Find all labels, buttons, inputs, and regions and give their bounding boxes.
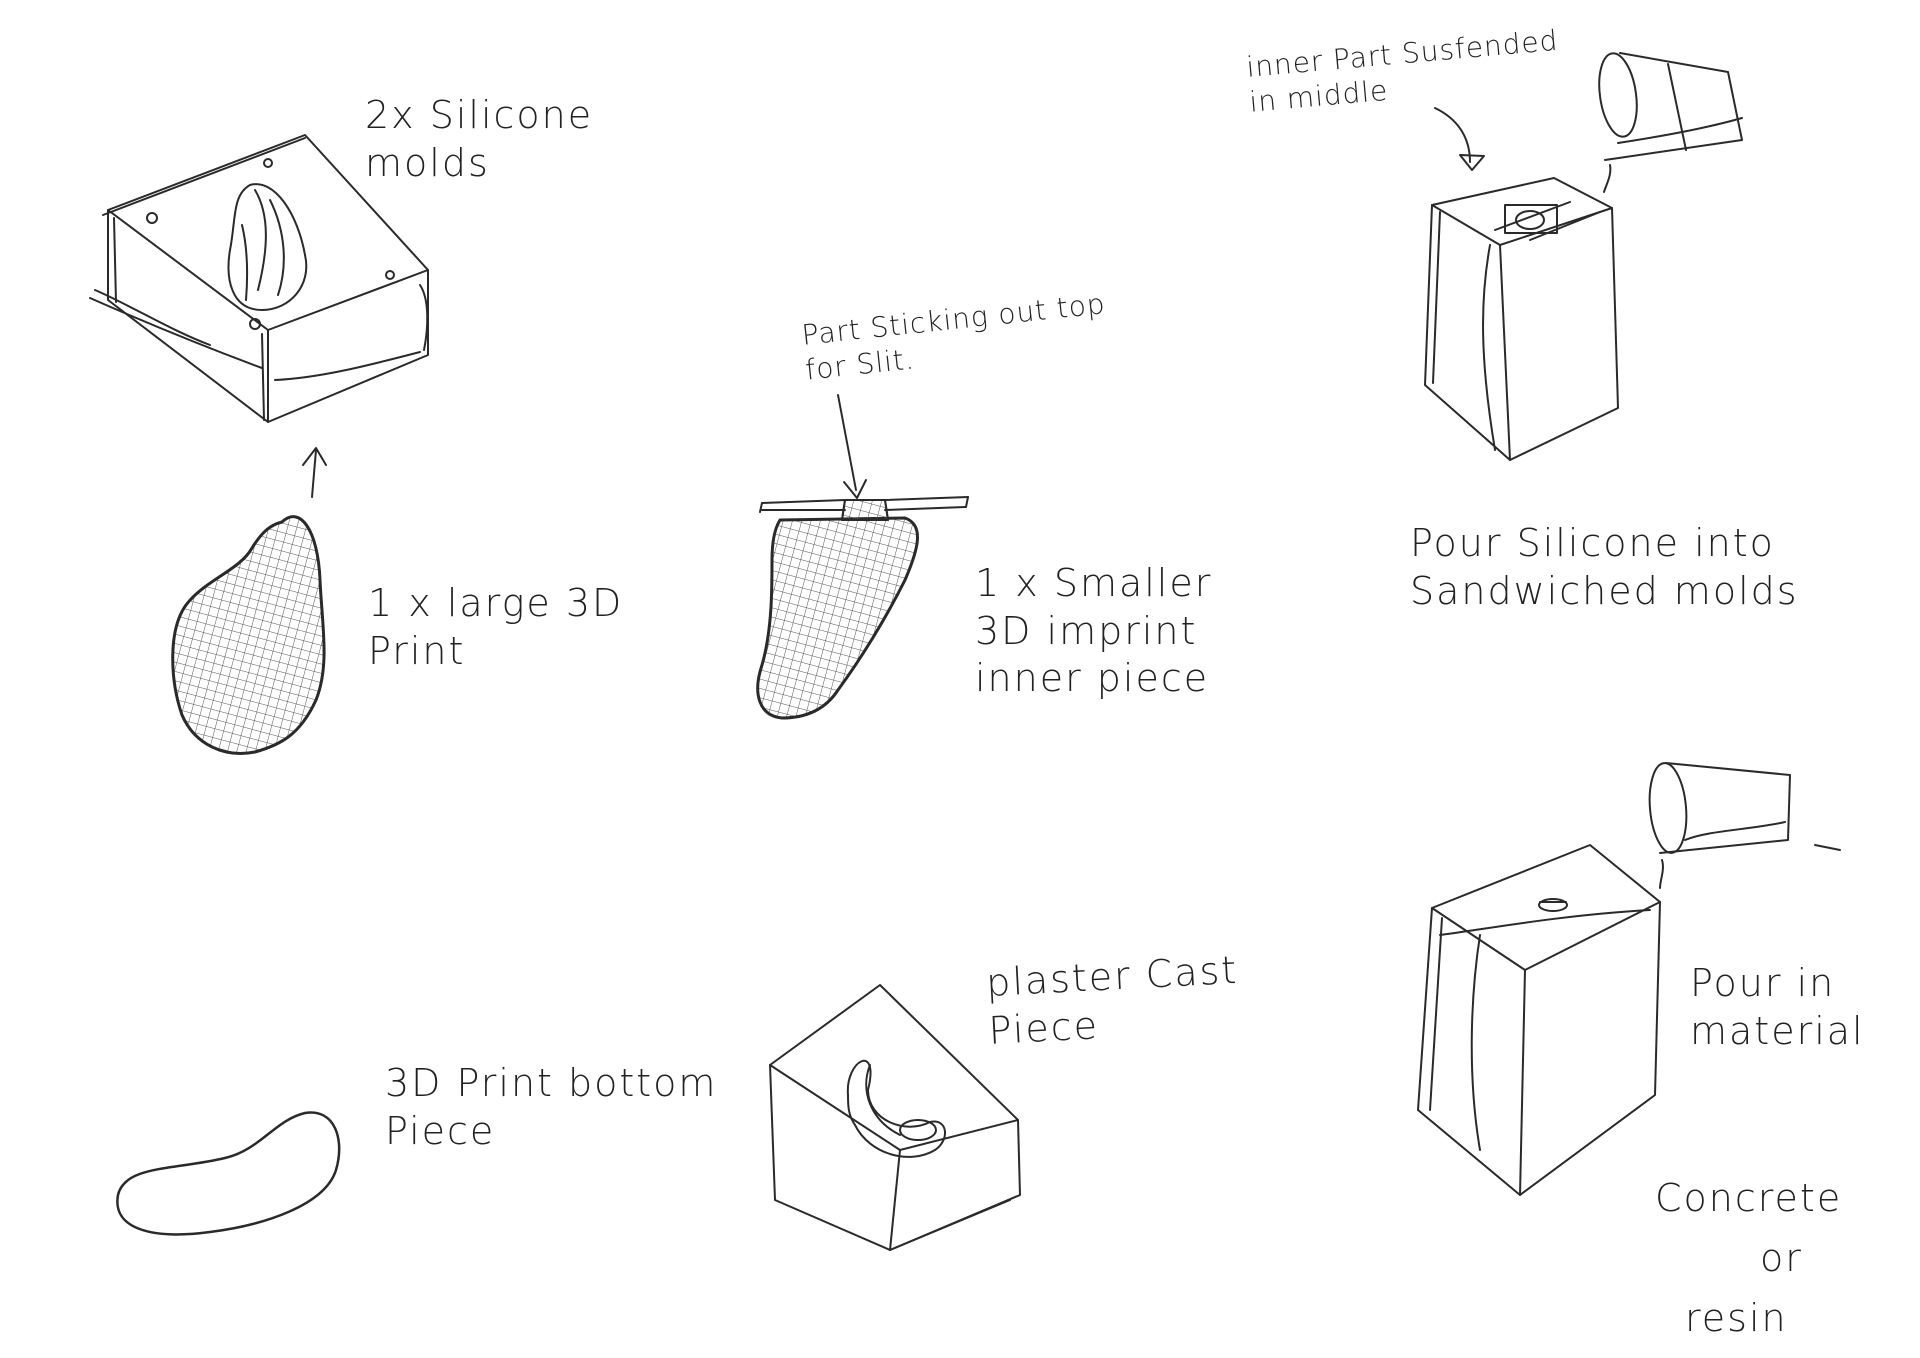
silicone-mold-box <box>90 135 428 422</box>
arrow-up-icon <box>303 448 326 497</box>
plaster-cast-box <box>770 985 1020 1250</box>
label-resin: resin <box>1685 1296 1788 1340</box>
bottom-piece-print <box>117 1112 339 1234</box>
label-concrete: Concrete <box>1655 1176 1843 1220</box>
label-large-3d-print: 1 x large 3D Print <box>368 581 624 673</box>
label-silicone-molds: 2x Silicone molds <box>365 93 594 185</box>
label-smaller-3d-imprint: 1 x Smaller 3D imprint inner piece <box>975 561 1213 700</box>
pouring-cup-icon <box>1594 51 1742 192</box>
inner-piece-with-slit <box>758 395 968 718</box>
sandwiched-mold-box <box>1425 108 1618 460</box>
label-pour-silicone: Pour Silicone into Sandwiched molds <box>1410 521 1799 613</box>
label-3d-print-bottom: 3D Print bottom Piece <box>385 1061 718 1153</box>
label-pour-in-material: Pour in material <box>1690 961 1865 1053</box>
pouring-cup-material-icon <box>1646 762 1840 888</box>
label-plaster-cast: plaster Cast Piece <box>985 947 1240 1053</box>
label-or: or <box>1760 1236 1803 1280</box>
large-3d-print <box>173 517 324 754</box>
material-mold-box <box>1418 845 1660 1195</box>
